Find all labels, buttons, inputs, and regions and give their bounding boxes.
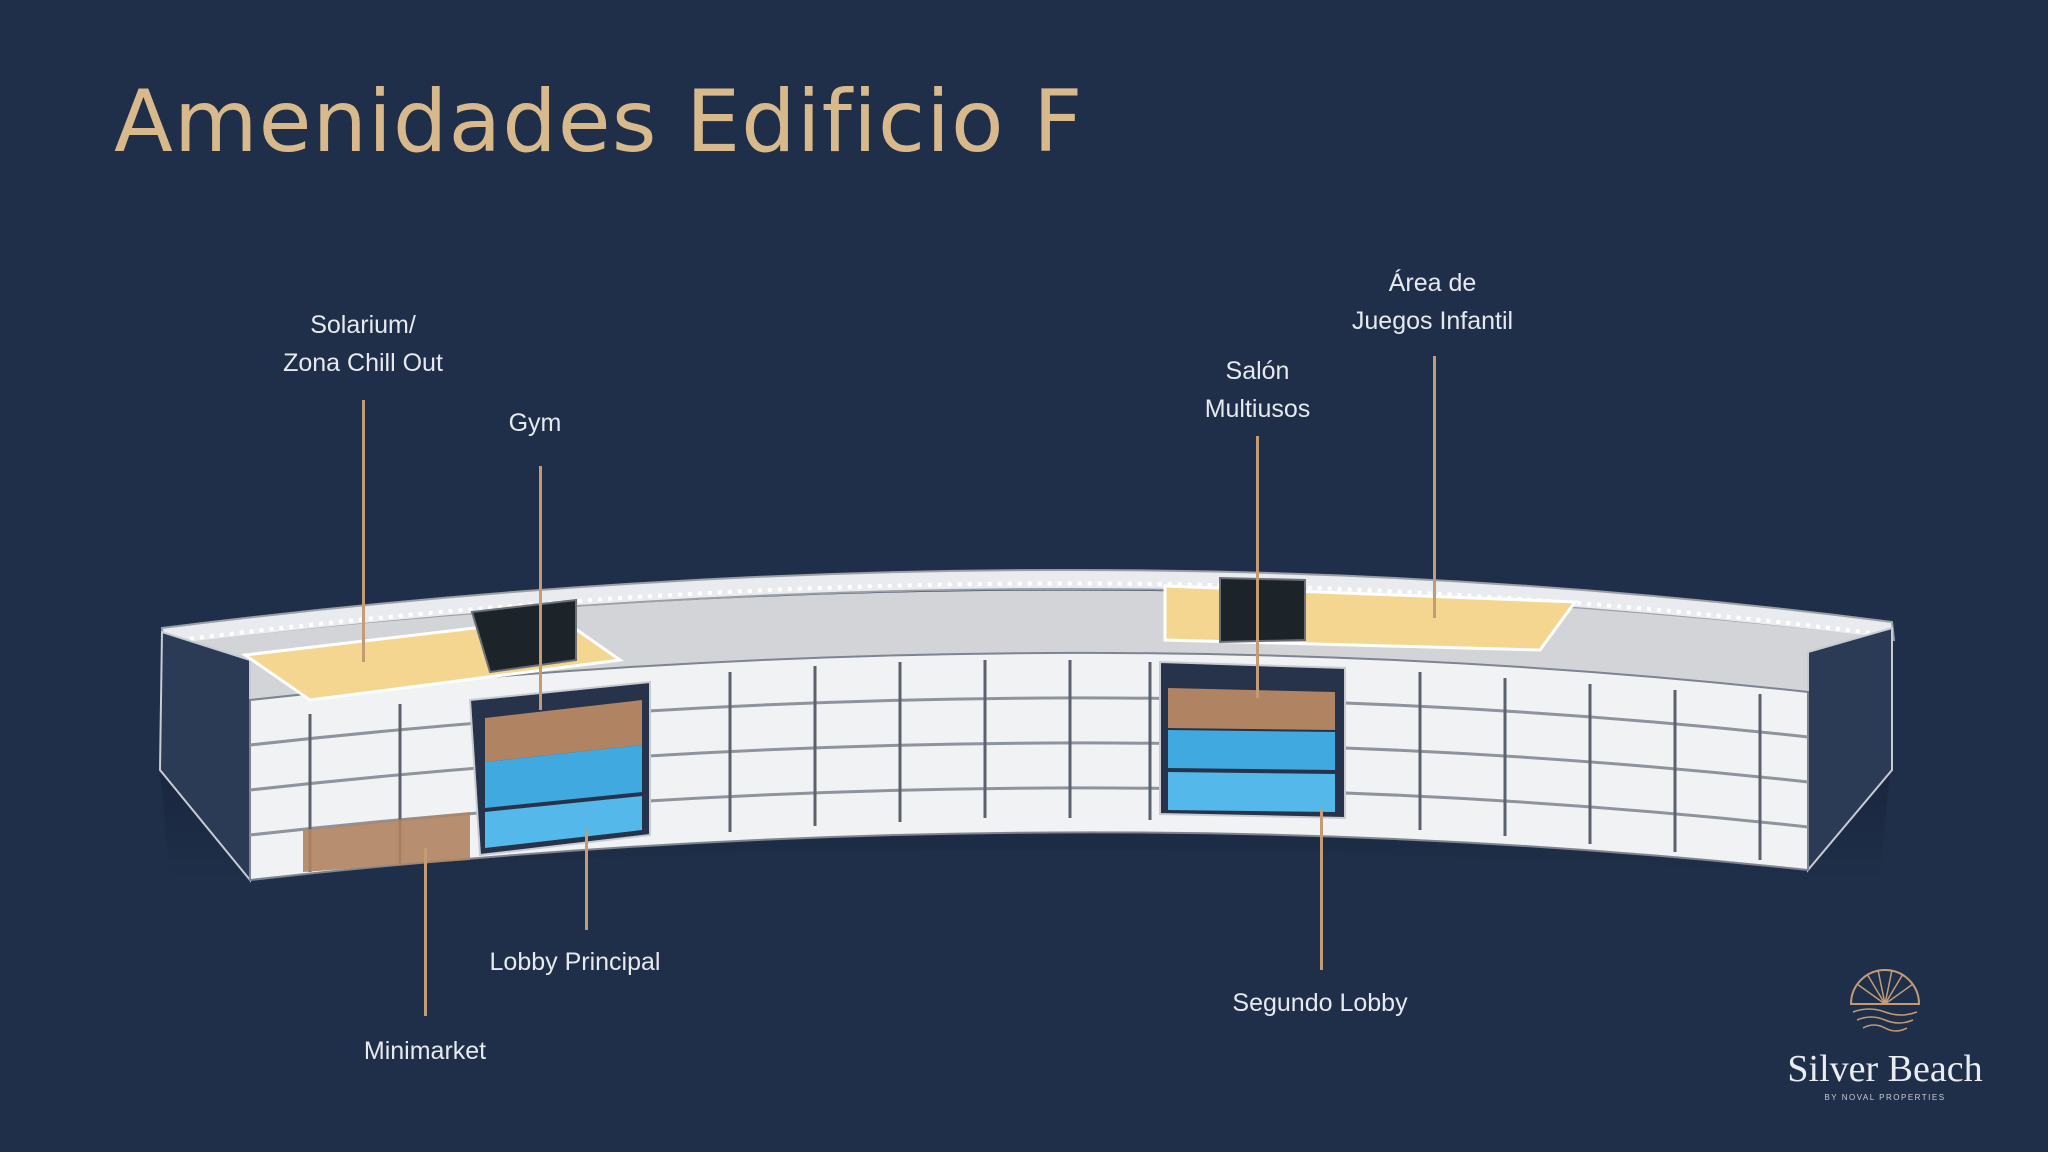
minimarket-leader [424, 848, 427, 1016]
logo-name: Silver Beach [1787, 1048, 1983, 1090]
juegos-leader [1433, 356, 1436, 618]
shell-wave-icon [1849, 969, 1921, 1032]
label-salon-multiusos: Salón Multiusos [1204, 357, 1311, 423]
label-lobby-principal: Lobby Principal [489, 948, 661, 976]
roof-box-left [470, 598, 577, 674]
roof-box-right [1219, 576, 1306, 644]
label-area-juegos: Área de Juegos Infantil [1351, 269, 1514, 335]
label-gym: Gym [508, 409, 562, 437]
label-solarium: Solarium/ Zona Chill Out [283, 311, 443, 377]
segundo-lobby-leader [1320, 810, 1323, 970]
gym-wood [485, 700, 642, 762]
lobby-principal-leader [585, 830, 588, 930]
salon-leader [1256, 436, 1259, 698]
label-minimarket: Minimarket [363, 1037, 487, 1065]
lobby-principal-glass [485, 796, 642, 848]
minimarket-area [303, 812, 470, 872]
salon-wood [1168, 688, 1335, 730]
roof-rim [160, 568, 1896, 648]
label-segundo-lobby: Segundo Lobby [1232, 989, 1408, 1017]
logo-tagline: BY NOVAL PROPERTIES [1824, 1093, 1946, 1102]
page-title: Amenidades Edificio F [114, 72, 1084, 172]
solarium-leader [362, 400, 365, 662]
gym-glass [485, 745, 642, 808]
salon-glass [1168, 730, 1335, 770]
gym-leader [539, 466, 542, 710]
segundo-lobby-glass [1168, 772, 1335, 812]
silver-beach-logo: Silver Beach BY NOVAL PROPERTIES [1760, 960, 2010, 1102]
balcony-dividers [308, 660, 1762, 872]
